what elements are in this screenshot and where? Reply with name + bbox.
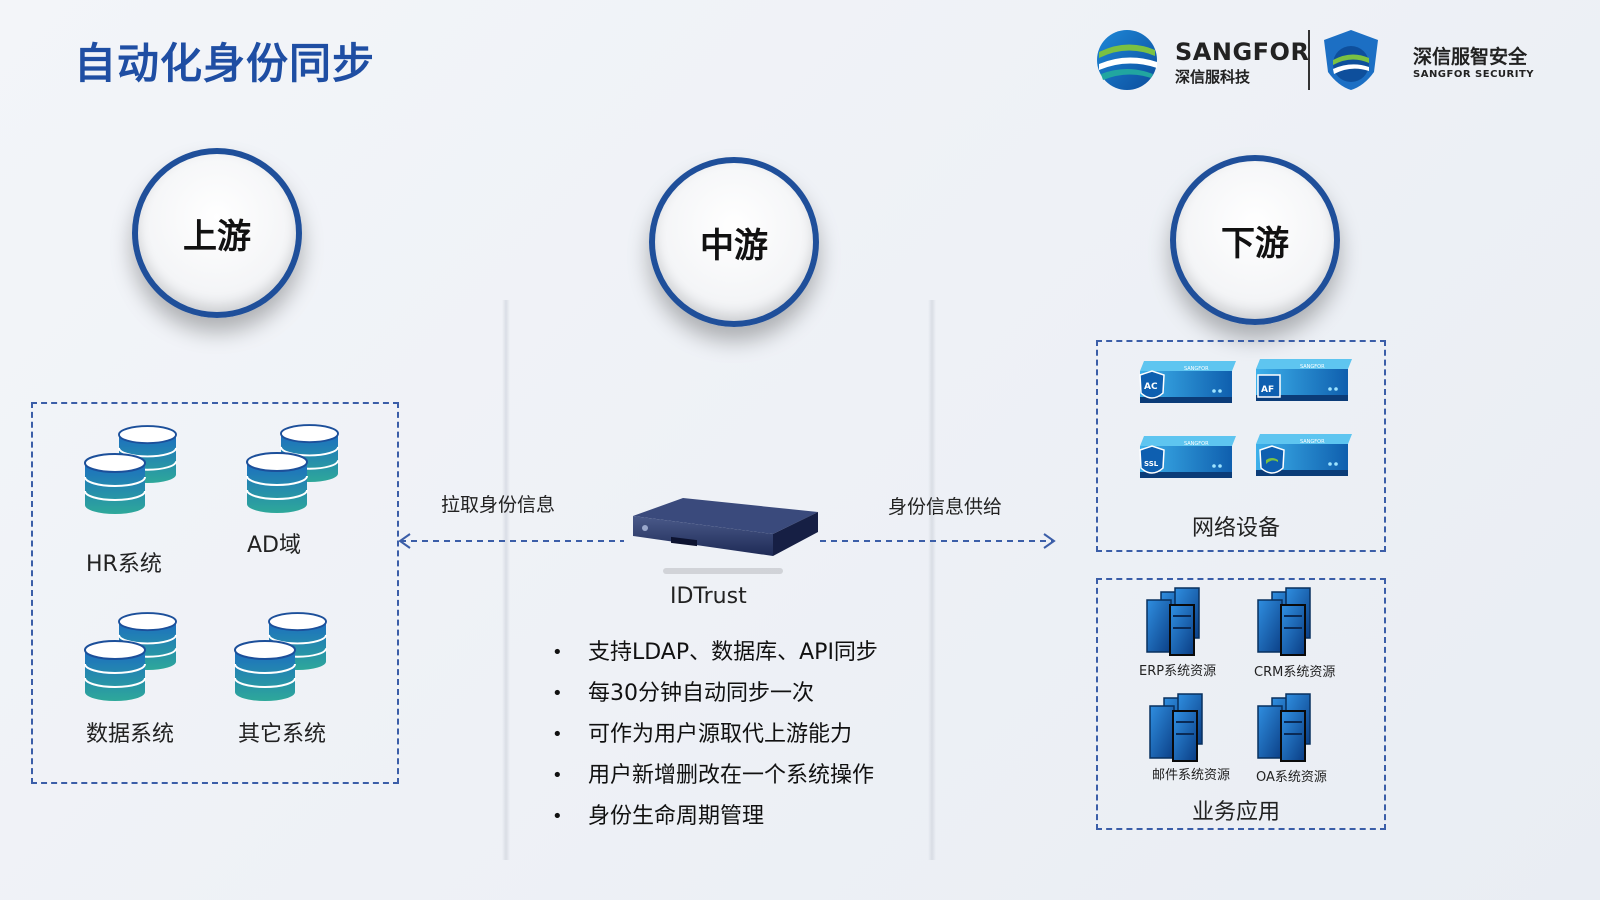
midstream-circle: 中游 [649, 157, 819, 327]
security-en: SANGFOR SECURITY [1413, 69, 1535, 80]
feature-item: • 可作为用户源取代上游能力 [552, 714, 878, 755]
bullet-dot: • [552, 683, 563, 704]
server-icon [1146, 587, 1200, 657]
bullet-dot: • [552, 724, 563, 745]
app-erp: ERP系统资源 [1139, 664, 1217, 679]
database-icon [245, 424, 345, 524]
sangfor-globe-icon [1097, 30, 1157, 90]
app-mail: 邮件系统资源 [1152, 768, 1231, 783]
network-device-ac-icon: SANGFOR AC [1139, 361, 1236, 403]
feature-text: 支持LDAP、数据库、API同步 [588, 640, 878, 665]
feature-text: 可作为用户源取代上游能力 [588, 722, 853, 747]
feature-list: • 支持LDAP、数据库、API同步 • 每30分钟自动同步一次 • 可作为用户源取代… [552, 632, 878, 837]
idtrust-appliance-icon [633, 498, 818, 574]
bullet-dot: • [552, 642, 563, 663]
source-data: 数据系统 [86, 722, 175, 747]
database-icon [83, 612, 183, 712]
feature-item: • 每30分钟自动同步一次 [552, 673, 878, 714]
device-badge: AF [1261, 385, 1274, 395]
column-divider-right [928, 300, 936, 860]
server-icon [1257, 587, 1311, 657]
app-crm: CRM系统资源 [1254, 665, 1336, 680]
brand-en: SANGFOR [1175, 38, 1310, 66]
device-brand: SANGFOR [1184, 366, 1209, 372]
feature-item: • 支持LDAP、数据库、API同步 [552, 632, 878, 673]
upstream-box [31, 402, 399, 784]
midstream-label: 中游 [700, 225, 768, 266]
pull-arrow [398, 533, 624, 549]
security-cn: 深信服智安全 [1413, 46, 1528, 68]
network-device-ssl-icon: SANGFOR SSL [1139, 436, 1236, 478]
feature-text: 用户新增删改在一个系统操作 [588, 763, 875, 788]
downstream-circle: 下游 [1170, 155, 1340, 325]
feature-text: 身份生命周期管理 [588, 804, 765, 829]
security-shield-icon [1324, 30, 1378, 90]
database-icon [83, 425, 183, 525]
supply-arrow [820, 533, 1056, 549]
supply-label: 身份信息供给 [888, 496, 1003, 518]
brand-cn: 深信服科技 [1175, 68, 1251, 86]
page-title: 自动化身份同步 [74, 39, 376, 88]
server-icon [1149, 693, 1203, 763]
feature-item: • 用户新增删改在一个系统操作 [552, 755, 878, 796]
source-ad: AD域 [247, 533, 301, 558]
network-devices-label: 网络设备 [1192, 516, 1281, 541]
logo-divider [1308, 30, 1310, 90]
column-divider-left [502, 300, 510, 860]
database-icon [233, 612, 333, 712]
logo-area: SANGFOR 深信服科技 深信服智安全 SANGFOR SECURITY [1095, 28, 1535, 98]
network-devices-box [1096, 340, 1386, 552]
pull-label: 拉取身份信息 [441, 494, 556, 516]
downstream-label: 下游 [1221, 223, 1289, 264]
device-brand: SANGFOR [1300, 439, 1325, 445]
upstream-circle: 上游 [132, 148, 302, 318]
source-other: 其它系统 [238, 722, 327, 747]
feature-text: 每30分钟自动同步一次 [588, 681, 814, 706]
upstream-label: 上游 [183, 216, 251, 257]
idtrust-label: IDTrust [670, 584, 747, 609]
server-icon [1257, 693, 1311, 763]
app-oa: OA系统资源 [1256, 770, 1327, 785]
device-brand: SANGFOR [1300, 364, 1325, 370]
bullet-dot: • [552, 806, 563, 827]
device-brand: SANGFOR [1184, 441, 1209, 447]
source-hr: HR系统 [86, 552, 162, 577]
network-device-af-icon: SANGFOR AF [1256, 359, 1352, 401]
business-apps-box [1096, 578, 1386, 830]
bullet-dot: • [552, 765, 563, 786]
network-device-shield-icon: SANGFOR [1256, 434, 1352, 476]
feature-item: • 身份生命周期管理 [552, 796, 878, 837]
business-apps-label: 业务应用 [1192, 800, 1281, 825]
device-badge: AC [1144, 382, 1158, 392]
device-badge: SSL [1144, 460, 1159, 468]
